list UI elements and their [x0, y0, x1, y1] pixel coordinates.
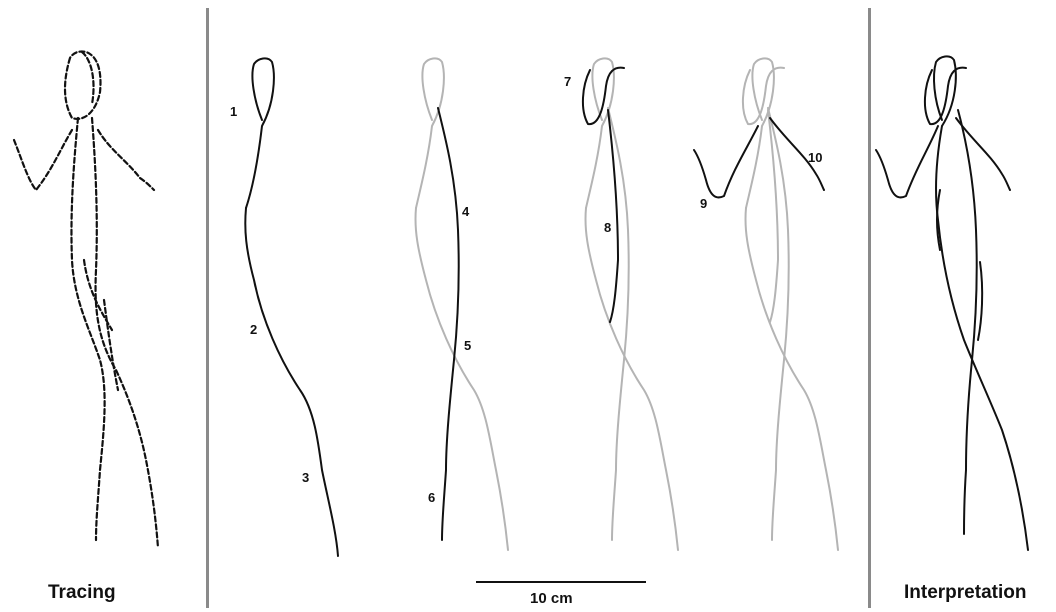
stage-4 — [694, 58, 838, 550]
stroke-number-4: 4 — [462, 204, 470, 219]
stroke-number-8: 8 — [604, 220, 611, 235]
stroke-number-2: 2 — [250, 322, 257, 337]
divider-right — [868, 8, 871, 608]
stroke-number-7: 7 — [564, 74, 571, 89]
stage-2 — [415, 58, 508, 550]
scale-bar — [476, 581, 646, 583]
stroke-sequence-figure: 1 2 3 4 5 6 7 8 9 10 — [210, 0, 860, 570]
stage-1 — [245, 58, 338, 556]
scale-bar-label: 10 cm — [530, 590, 573, 607]
stroke-number-6: 6 — [428, 490, 435, 505]
interpretation-label: Interpretation — [904, 582, 1026, 604]
stroke-number-9: 9 — [700, 196, 707, 211]
stroke-number-1: 1 — [230, 104, 237, 119]
stage-3 — [583, 58, 678, 550]
stroke-number-3: 3 — [302, 470, 309, 485]
interpretation-figure — [872, 0, 1052, 570]
tracing-label: Tracing — [48, 582, 116, 604]
divider-left — [206, 8, 209, 608]
tracing-figure — [0, 0, 200, 570]
stroke-number-5: 5 — [464, 338, 471, 353]
stroke-number-10: 10 — [808, 150, 822, 165]
